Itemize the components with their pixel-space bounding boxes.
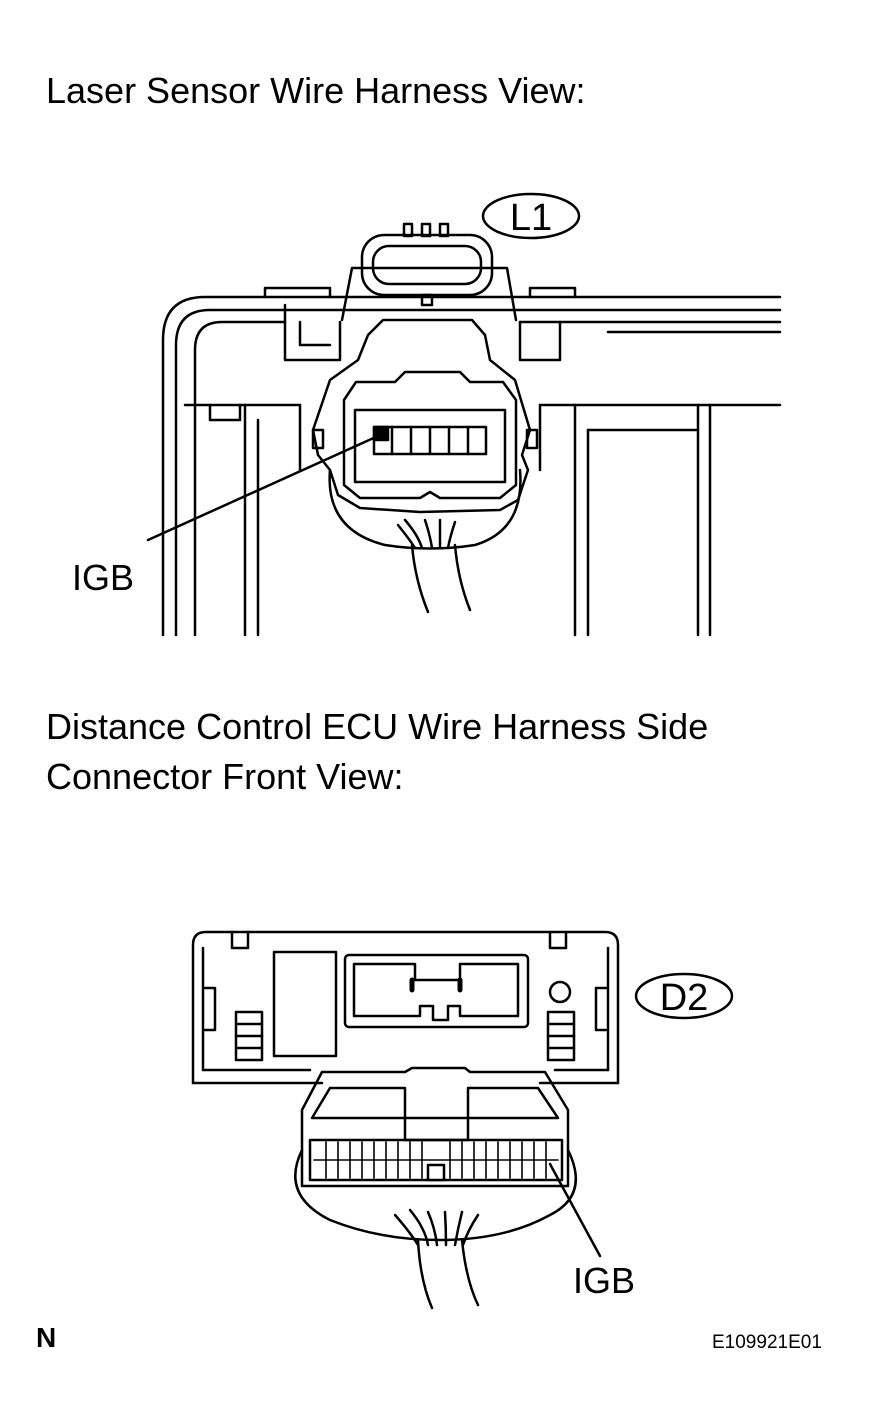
- laser-wire-bundle: [396, 518, 472, 614]
- ecu-igb-leader-line: [548, 1162, 602, 1258]
- connector-code-badge-l1: L1: [481, 192, 581, 240]
- laser-sensor-diagram: L1: [146, 192, 782, 637]
- sensor-housing: [161, 286, 782, 637]
- ecu-terminal-label: IGB: [573, 1260, 636, 1301]
- section-2-heading: Distance Control ECU Wire Harness Side C…: [46, 706, 709, 797]
- laser-harness-connector: [311, 318, 539, 550]
- figure-code: E109921E01: [712, 1332, 822, 1353]
- connector-code-badge-d2: D2: [634, 972, 734, 1020]
- ecu-housing: [191, 930, 620, 1085]
- section-1-heading: Laser Sensor Wire Harness View:: [46, 70, 586, 111]
- laser-igb-leader-line: [146, 434, 380, 542]
- ecu-terminal-grid: [313, 1141, 559, 1182]
- ecu-connector-diagram: D2: [191, 930, 734, 1310]
- footer-left-mark: N: [36, 1322, 57, 1353]
- sensor-top-tab: [340, 222, 518, 322]
- ecu-wire-bundle: [393, 1208, 480, 1310]
- laser-terminal-label: IGB: [72, 557, 135, 598]
- connector-code-d2: D2: [660, 977, 709, 1019]
- connector-code-l1: L1: [510, 197, 552, 239]
- ecu-harness-connector: [294, 1066, 577, 1242]
